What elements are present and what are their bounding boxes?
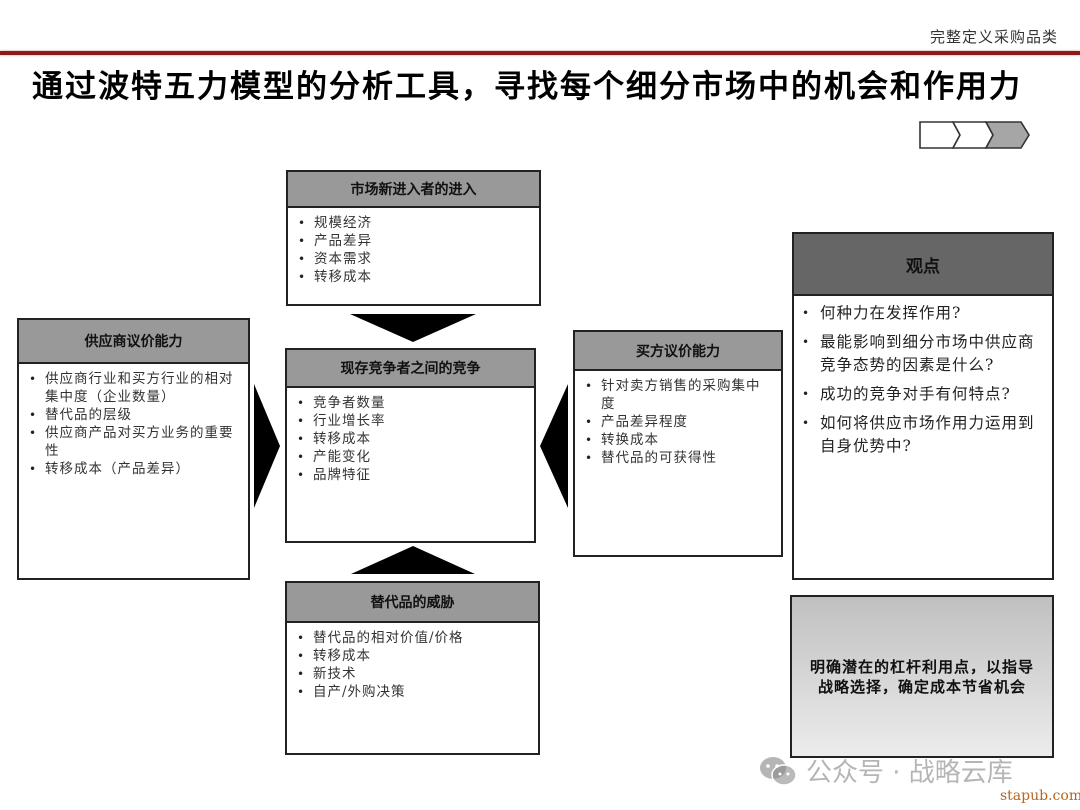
list-item: 供应商产品对买方业务的重要性 — [29, 424, 240, 460]
footer-site: stapub.com — [1000, 788, 1080, 804]
header-rule — [0, 51, 1080, 55]
section-label: 完整定义采购品类 — [929, 28, 1058, 46]
list-item: 转移成本 — [298, 268, 531, 286]
watermark: 公众号 · 战略云库 — [758, 752, 1013, 789]
substitutes-title: 替代品的威胁 — [287, 583, 538, 623]
new-entrants-list: 规模经济 产品差异 资本需求 转移成本 — [288, 208, 539, 286]
list-item: 供应商行业和买方行业的相对集中度（企业数量） — [29, 370, 240, 406]
list-item: 转移成本 — [297, 647, 530, 665]
list-item: 转换成本 — [585, 431, 773, 449]
progress-chevrons — [919, 121, 1030, 149]
chevron-step-3-active — [984, 121, 1030, 149]
conclusion-box: 明确潜在的杠杆利用点，以指导战略选择，确定成本节省机会 — [790, 595, 1054, 758]
list-item: 自产/外购决策 — [297, 683, 530, 701]
watermark-text: 公众号 · 战略云库 — [806, 758, 1013, 788]
list-item: 转移成本（产品差异） — [29, 460, 240, 478]
rivalry-box: 现存竞争者之间的竞争 竞争者数量 行业增长率 转移成本 产能变化 品牌特征 — [285, 348, 536, 543]
viewpoint-title: 观点 — [794, 234, 1052, 296]
conclusion-text: 明确潜在的杠杆利用点，以指导战略选择，确定成本节省机会 — [809, 657, 1034, 696]
list-item: 资本需求 — [298, 250, 531, 268]
buyer-power-title: 买方议价能力 — [575, 332, 781, 371]
list-item: 行业增长率 — [297, 412, 526, 430]
substitutes-box: 替代品的威胁 替代品的相对价值/价格 转移成本 新技术 自产/外购决策 — [285, 581, 540, 755]
list-item: 竞争者数量 — [297, 394, 526, 412]
list-item: 产品差异程度 — [585, 413, 773, 431]
substitutes-list: 替代品的相对价值/价格 转移成本 新技术 自产/外购决策 — [287, 623, 538, 701]
supplier-power-box: 供应商议价能力 供应商行业和买方行业的相对集中度（企业数量） 替代品的层级 供应… — [17, 318, 250, 580]
viewpoint-list: 何种力在发挥作用? 最能影响到细分市场中供应商竞争态势的因素是什么? 成功的竞争… — [794, 296, 1052, 458]
list-item: 替代品的相对价值/价格 — [297, 629, 530, 647]
buyer-power-list: 针对卖方销售的采购集中度 产品差异程度 转换成本 替代品的可获得性 — [575, 371, 781, 467]
viewpoint-box: 观点 何种力在发挥作用? 最能影响到细分市场中供应商竞争态势的因素是什么? 成功… — [792, 232, 1054, 580]
list-item: 成功的竞争对手有何特点? — [802, 383, 1048, 406]
page-title: 通过波特五力模型的分析工具，寻找每个细分市场中的机会和作用力 — [32, 69, 1022, 105]
list-item: 转移成本 — [297, 430, 526, 448]
rivalry-title: 现存竞争者之间的竞争 — [287, 350, 534, 388]
rivalry-list: 竞争者数量 行业增长率 转移成本 产能变化 品牌特征 — [287, 388, 534, 484]
list-item: 如何将供应市场作用力运用到自身优势中? — [802, 412, 1048, 458]
new-entrants-box: 市场新进入者的进入 规模经济 产品差异 资本需求 转移成本 — [286, 170, 541, 306]
list-item: 规模经济 — [298, 214, 531, 232]
list-item: 品牌特征 — [297, 466, 526, 484]
list-item: 针对卖方销售的采购集中度 — [585, 377, 773, 413]
list-item: 替代品的可获得性 — [585, 449, 773, 467]
buyer-power-box: 买方议价能力 针对卖方销售的采购集中度 产品差异程度 转换成本 替代品的可获得性 — [573, 330, 783, 557]
list-item: 何种力在发挥作用? — [802, 302, 1048, 325]
arrow-right-icon — [254, 384, 280, 508]
supplier-power-list: 供应商行业和买方行业的相对集中度（企业数量） 替代品的层级 供应商产品对买方业务… — [19, 364, 248, 478]
supplier-power-title: 供应商议价能力 — [19, 320, 248, 364]
list-item: 新技术 — [297, 665, 530, 683]
list-item: 最能影响到细分市场中供应商竞争态势的因素是什么? — [802, 331, 1048, 377]
wechat-icon — [760, 756, 797, 786]
arrow-left-icon — [540, 384, 568, 508]
list-item: 产能变化 — [297, 448, 526, 466]
arrow-down-icon — [350, 314, 476, 342]
chevron-step-1 — [919, 121, 961, 149]
list-item: 产品差异 — [298, 232, 531, 250]
list-item: 替代品的层级 — [29, 406, 240, 424]
new-entrants-title: 市场新进入者的进入 — [288, 172, 539, 208]
arrow-up-icon — [351, 546, 475, 574]
